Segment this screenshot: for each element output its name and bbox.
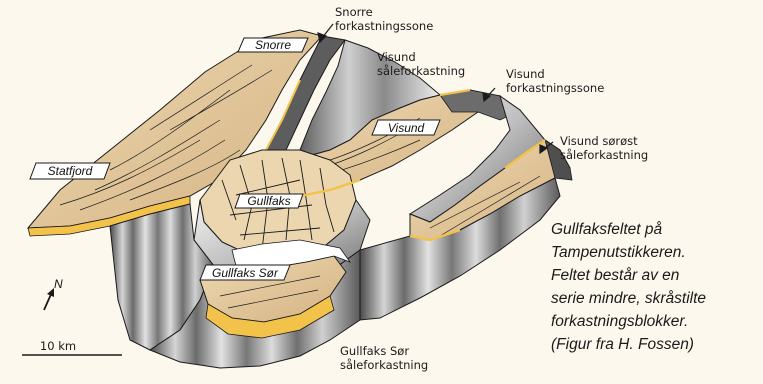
field-name-gullfaks: Gullfaks: [247, 194, 290, 208]
field-label-snorre: Snorre: [238, 38, 308, 52]
caption-line: Gullfaksfeltet på: [551, 218, 756, 241]
scale-bar: 10 km: [22, 339, 122, 355]
fault-label-line: såleforkastning: [340, 358, 428, 372]
fault-label-visund-fault: Visund såleforkastning: [377, 50, 465, 78]
field-label-gullfaks: Gullfaks: [235, 194, 303, 208]
fault-label-gullfaks-sor: Gullfaks Sør såleforkastning: [340, 344, 428, 372]
fault-label-line: Visund: [506, 67, 545, 81]
fault-label-line: forkastningssone: [335, 19, 433, 33]
caption-line: Feltet består av en: [551, 264, 756, 287]
north-arrow: N: [44, 277, 63, 310]
field-label-statfjord: Statfjord: [30, 163, 110, 179]
fault-label-line: Visund: [377, 50, 416, 64]
caption-line: serie mindre, skråstilte: [551, 287, 756, 310]
caption-line: forkastningsblokker.: [551, 310, 756, 333]
field-name-snorre: Snorre: [255, 38, 291, 52]
fault-label-line: forkastningssone: [506, 81, 604, 95]
caption-line: (Figur fra H. Fossen): [551, 333, 756, 356]
fault-label-visund-zone: Visund forkastningssone: [506, 67, 604, 95]
field-name-visund: Visund: [388, 121, 425, 135]
field-label-gullfaks-sor: Gullfaks Sør: [200, 265, 290, 280]
fault-label-snorre-zone: Snorre forkastningssone: [335, 5, 433, 33]
caption-line: Tampenutstikkeren.: [551, 241, 756, 264]
field-name-statfjord: Statfjord: [48, 164, 93, 178]
fault-label-line: Gullfaks Sør: [340, 344, 409, 358]
scale-label: 10 km: [40, 339, 76, 353]
fault-label-visund-sorost: Visund sørøst såleforkastning: [560, 134, 648, 162]
field-label-visund: Visund: [372, 120, 440, 135]
figure-caption: Gullfaksfeltet på Tampenutstikkeren. Fel…: [551, 218, 756, 356]
fault-label-line: Visund sørøst: [560, 134, 638, 148]
field-name-gullfaks-sor: Gullfaks Sør: [212, 266, 279, 280]
fault-label-line: Snorre: [335, 5, 373, 19]
fault-label-line: såleforkastning: [560, 148, 648, 162]
north-label: N: [54, 277, 63, 291]
fault-label-line: såleforkastning: [377, 64, 465, 78]
